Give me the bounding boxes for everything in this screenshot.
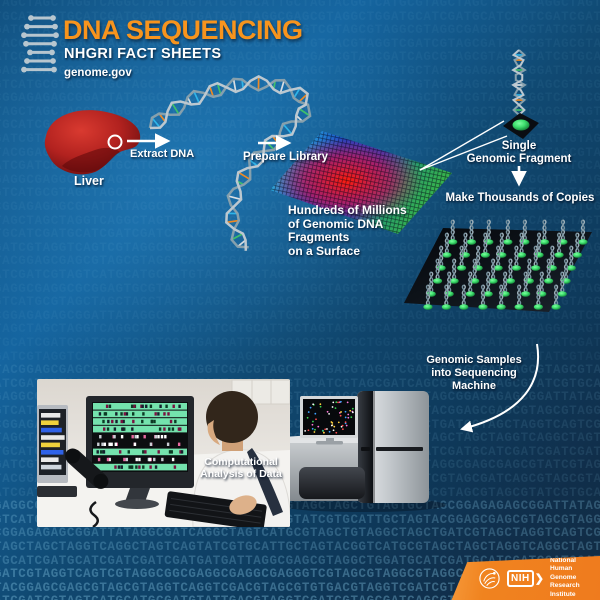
surface-caption-line: on a Surface — [288, 243, 361, 258]
dna-sequence-row: TAGCTAGCTAGGTCAGGCTAGTCAGTATCGTGCATTGCTA… — [0, 213, 600, 228]
computational-analysis-label: Computational Analysis of Data — [196, 456, 286, 480]
liver-label: Liver — [74, 174, 104, 188]
copies-grid-illustration — [404, 219, 592, 312]
dna-sequence-row: TAGCTAGCTAGGTCAGGCTAGTCAGTATCGTGCATTGCTA… — [0, 0, 600, 10]
phone-cord — [89, 500, 99, 527]
photo-keyboard — [164, 491, 267, 527]
surface-caption-line: of Genomic DNA Fragments — [288, 216, 383, 244]
magnifier-callout-lines — [419, 120, 508, 171]
single-fragment-chip — [503, 113, 539, 139]
dna-sequence-row: TACGGAGCGAGCGTAGCGTAGGTCAGGTCGACGTAGCGTG… — [0, 36, 600, 51]
machine-drawer — [299, 467, 365, 499]
single-fragment-line: Genomic Fragment — [466, 152, 572, 165]
dna-sequence-row: TGCATCGATGCATCGATCGATCGATGATGATTAGGCGAGC… — [0, 553, 600, 568]
dna-sequence-row: CGGAGAGAGCGGATTATAGGCGATCAGGCTAGTCATGCGT… — [0, 200, 600, 214]
dna-sequence-row: GATCGTAGGTCAGTCGTAGGCGGCGAGGCGAGGCGAGGGT… — [0, 132, 600, 146]
dna-sequence-row: GATCGTAGGTCAGTCGTAGGCGGCGAGGCGAGGCGAGGGT… — [0, 23, 600, 38]
photo-monitor-main — [86, 396, 194, 509]
dna-sequence-row: CGGAGAGAGCGGATTATAGGCGATCAGGCTAGTCATGCGT… — [0, 91, 600, 106]
computational-analysis-line: Analysis of Data — [200, 468, 282, 480]
machine-screen — [303, 399, 355, 435]
dna-sequence-row: TAGCTAGCTAGGTCAGGCTAGTCAGTATCGTGCATTGCTA… — [0, 104, 600, 119]
institute-name-line: Research Institute — [549, 582, 580, 598]
dna-sequence-row: TGCATCGATGCATCGATCGATCGATGATGATTAGGCGAGC… — [0, 9, 600, 24]
surface-caption: Hundreds of Millions of Genomic DNA Frag… — [288, 203, 418, 258]
dna-sequence-row: TACGGAGCGAGCGTAGCGTAGGTCAGGTCGACGTAGCGTG… — [0, 363, 600, 378]
dna-sequence-row: ATCGATCGTAGTCATGCATGCGATGTATTGACGTAGGTCG… — [0, 594, 600, 600]
single-fragment-label: Single Genomic Fragment — [439, 140, 599, 165]
dna-helix-illustration — [148, 74, 312, 251]
hand — [229, 495, 257, 515]
dna-sequence-row: ATCGATCGTAGTCATGCATGCGATGTATTGACGTAGGTCG… — [0, 50, 600, 65]
institute-name: National Human Genome Research Institute — [550, 557, 600, 600]
into-machine-label: Genomic Samples into Sequencing Machine — [418, 354, 530, 393]
hhs-eagle-logo-icon — [479, 567, 500, 589]
into-machine-line: into Sequencing Machine — [431, 367, 517, 392]
nih-logo-text: NIH — [507, 569, 534, 587]
dna-sequence-row: GTCATGCGTAGCTAGCTAGCTAGGTCAGGCTAGTCAGTAT… — [0, 77, 600, 92]
dna-sequence-row: TACGGAGCGAGCGTAGCGTAGGTCAGGTCGACGTAGCGTG… — [0, 580, 600, 595]
photo-monitor-left — [37, 405, 77, 497]
surface-caption-line: Hundreds of Millions — [288, 203, 407, 217]
dna-sequence-row: CGGAGAGAGCGGATTATAGGCGATCAGGCTAGTCATGCGT… — [0, 526, 600, 541]
institute-name-line: National Human Genome — [549, 556, 577, 581]
page-subtitle: NHGRI FACT SHEETS — [64, 46, 222, 62]
dna-sequence-row: TAGCTAGCTAGGTCAGGCTAGTCAGTATCGTGCATTGCTA… — [0, 322, 600, 337]
liver-illustration — [44, 110, 141, 175]
machine-monitor — [300, 396, 358, 445]
dna-sequence-row: GATCGTAGGTCAGTCGTAGGCGGCGAGGCGAGGCGAGGGT… — [0, 567, 600, 582]
dna-sequence-row: GAGGCGAGGCGCGGAGTGCGTAGCGTAGGTCTGGTCGTAG… — [0, 64, 600, 78]
necktie — [247, 448, 283, 516]
dna-sequence-row: TAGCTAGCTAGGTCAGGCTAGTCAGTATCGTGCATTGCTA… — [0, 540, 600, 554]
dna-sequence-row: TACGGAGCGAGCGTAGCGTAGGTCAGGTCGACGTAGCGTG… — [0, 145, 600, 160]
dna-chip-illustration — [270, 131, 452, 234]
nih-chevron-icon: ❯ — [534, 572, 544, 585]
photo-phone — [65, 448, 109, 489]
footer-banner: NIH❯ National Human Genome Research Inst… — [451, 556, 600, 600]
extract-dna-label: Extract DNA — [130, 148, 195, 160]
machine-handle — [376, 447, 423, 451]
computational-analysis-line: Computational — [204, 456, 278, 468]
machine-handle — [361, 447, 370, 451]
dna-sequence-row: CGGAGAGAGCGGATTATAGGCGATCAGGCTAGTCATGCGT… — [0, 308, 600, 323]
prepare-library-label: Prepare Library — [243, 151, 329, 163]
sample-point-marker — [107, 134, 123, 150]
single-fragment-helix — [511, 49, 527, 116]
dna-ladder-icon — [21, 15, 59, 73]
sequencing-machine-illustration — [278, 391, 446, 512]
make-copies-label: Make Thousands of Copies — [445, 192, 595, 204]
page-title: DNA SEQUENCING — [63, 15, 303, 45]
dna-sequence-row: GATCGTAGGTCAGTCGTAGGCGGCGAGGCGAGGCGAGGGT… — [0, 349, 600, 364]
site-url: genome.gov — [64, 67, 132, 79]
dna-sequence-row: TGCATCGATGCATCGATCGATCGATGATGATTAGGCGAGC… — [0, 336, 600, 350]
into-machine-line: Genomic Samples — [426, 354, 522, 366]
into-machine-curved-arrow — [460, 343, 539, 433]
nih-logo: NIH❯ — [507, 569, 544, 587]
single-fragment-line: Single — [501, 140, 537, 152]
scientist-photo — [37, 379, 290, 527]
